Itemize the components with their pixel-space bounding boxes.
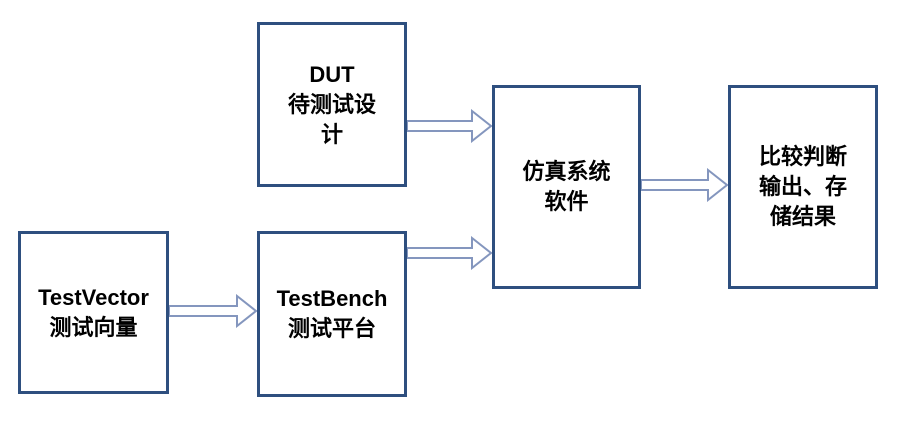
- node-testvector-label-line: TestVector: [38, 284, 149, 310]
- node-dut-label-line: DUT: [309, 61, 355, 87]
- node-dut-label-line: 计: [320, 121, 343, 147]
- connector-arrow-testvector-to-testbench-icon: [169, 294, 257, 328]
- node-dut-label-line: 待测试设: [287, 91, 376, 117]
- node-testvector-label-line: 测试向量: [49, 314, 138, 340]
- node-simulation-software-label-line: 软件: [544, 189, 589, 214]
- node-dut: DUT 待测试设 计: [257, 22, 407, 187]
- node-compare-store-results-label-line: 输出、存: [758, 174, 847, 199]
- node-compare-store-results-label-line: 比较判断: [758, 144, 847, 169]
- node-simulation-software: 仿真系统 软件: [492, 85, 641, 289]
- node-testvector: TestVector 测试向量: [18, 231, 169, 394]
- node-testbench-label-line: TestBench: [276, 286, 388, 311]
- node-compare-store-results-label-line: 储结果: [769, 204, 836, 229]
- node-simulation-software-label-line: 仿真系统: [522, 159, 611, 184]
- node-testbench: TestBench 测试平台: [257, 231, 407, 397]
- connector-arrow-testbench-to-sim-icon: [407, 236, 492, 270]
- connector-arrow-dut-to-sim-icon: [407, 109, 492, 143]
- node-compare-store-results: 比较判断 输出、存 储结果: [728, 85, 878, 289]
- connector-arrow-sim-to-compare-icon: [641, 168, 728, 202]
- node-testbench-label-line: 测试平台: [287, 316, 376, 341]
